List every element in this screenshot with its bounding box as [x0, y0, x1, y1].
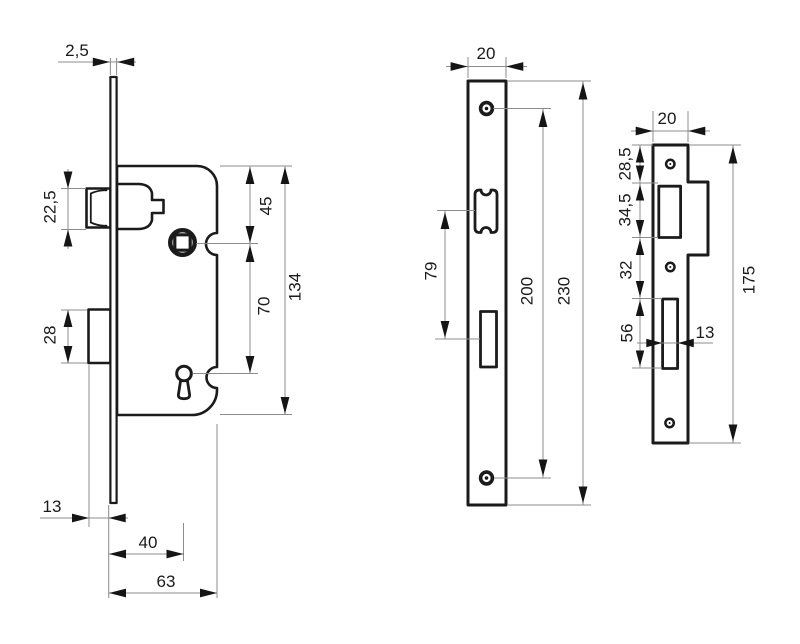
view-strike-plate: 20 28,5 34,5 32 56 13 175 — [616, 109, 759, 445]
spindle-square-hole — [173, 233, 192, 252]
dim-label-latch-to-bolt-gap: 32 — [617, 261, 636, 280]
strike-screw-hole-bottom-center — [668, 422, 671, 424]
faceplate-edge — [109, 75, 118, 505]
faceplate-screw-hole-bottom-center — [484, 476, 489, 480]
view-lock-case-side: 2,5 22,5 28 13 40 63 — [40, 41, 305, 598]
dim-label-top-to-latch-opening: 28,5 — [616, 147, 635, 180]
dim-label-latch-height: 22,5 — [41, 190, 60, 223]
keyhole-circle — [175, 364, 193, 383]
dim-case-depth: 63 — [108, 424, 218, 598]
latch-tail — [115, 182, 165, 231]
dim-label-strike-height: 175 — [740, 266, 759, 294]
dim-spindle-to-keyhole: 70 — [193, 243, 274, 374]
dim-label-case-depth: 63 — [157, 572, 176, 591]
dim-label-spindle-to-keyhole: 70 — [255, 297, 274, 316]
deadbolt-head — [87, 308, 112, 365]
dim-strike-height: 175 — [690, 144, 759, 444]
latch-bevel-lines — [89, 189, 108, 227]
dim-faceplate-width: 20 — [446, 44, 527, 78]
dim-label-top-to-spindle: 45 — [257, 197, 276, 216]
strike-bolt-opening — [661, 297, 679, 370]
dim-label-latch-opening-height: 34,5 — [616, 193, 635, 226]
dim-case-height: 134 — [220, 166, 305, 415]
dim-faceplate-height: 230 — [507, 80, 591, 506]
dim-latch-height: 22,5 — [41, 169, 86, 249]
dim-strike-left-chain: 28,5 34,5 32 56 — [616, 144, 662, 369]
keyhole-body — [176, 378, 192, 401]
dim-bolt-opening-width: 13 — [637, 323, 715, 348]
faceplate-front-outline — [466, 79, 508, 507]
strike-screw-hole-top-center — [669, 163, 672, 165]
dim-label-screw-spacing: 200 — [518, 277, 537, 305]
dim-label-strike-width: 20 — [658, 109, 677, 128]
dim-label-deadbolt-throw: 13 — [43, 497, 62, 516]
dim-label-faceplate-width: 20 — [477, 44, 496, 63]
view-faceplate-front: 20 79 200 230 — [422, 44, 591, 507]
dim-deadbolt-throw: 13 — [40, 365, 128, 598]
dim-label-faceplate-height: 230 — [555, 277, 574, 305]
strike-latch-opening — [657, 184, 682, 239]
dim-strike-width: 20 — [631, 109, 710, 142]
dim-label-bolt-opening-height: 56 — [618, 324, 637, 343]
dim-label-faceplate-thickness: 2,5 — [65, 41, 89, 60]
dim-latch-to-bolt: 79 — [422, 210, 480, 340]
dim-label-bolt-opening-width: 13 — [696, 323, 715, 342]
dim-screw-spacing: 200 — [493, 108, 551, 479]
dim-top-to-spindle: 45 — [196, 165, 292, 244]
dim-label-backset: 40 — [139, 533, 158, 552]
dim-label-deadbolt-height: 28 — [41, 326, 60, 345]
dim-deadbolt-height: 28 — [41, 309, 87, 364]
dim-faceplate-thickness: 2,5 — [58, 41, 136, 75]
faceplate-latch-cutout — [473, 188, 499, 234]
faceplate-bolt-slot — [479, 310, 498, 369]
dim-label-case-height: 134 — [286, 273, 305, 301]
dim-label-latch-to-bolt: 79 — [422, 262, 441, 281]
strike-screw-hole-middle-center — [669, 266, 672, 268]
faceplate-screw-hole-top-center — [484, 106, 489, 111]
dim-backset: 40 — [108, 523, 184, 561]
